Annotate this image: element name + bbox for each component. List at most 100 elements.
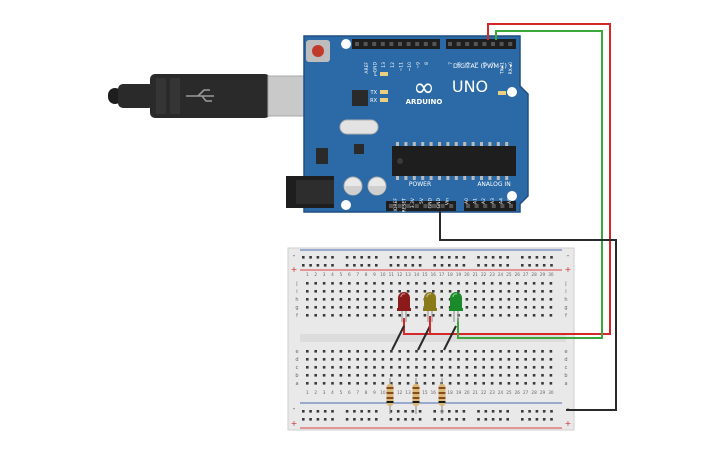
breadboard-hole [390, 366, 393, 369]
pin-label: IOREF [393, 198, 399, 212]
breadboard-hole [448, 358, 452, 361]
column-number: 19 [456, 272, 462, 277]
breadboard-hole [549, 314, 553, 317]
reset-button[interactable] [306, 40, 330, 62]
column-number: 14 [414, 272, 420, 277]
chip-pin [480, 142, 483, 146]
breadboard-hole [440, 306, 443, 309]
breadboard-hole [491, 256, 495, 259]
breadboard-hole [506, 264, 509, 267]
breadboard-hole [549, 350, 553, 353]
breadboard-hole [507, 282, 511, 285]
atmega-chip [392, 146, 516, 176]
breadboard-hole [360, 264, 363, 267]
pin-label: 8 [424, 62, 430, 65]
breadboard-hole [490, 314, 494, 317]
header-hole [415, 42, 420, 46]
breadboard-hole [339, 298, 343, 301]
breadboard-hole [398, 382, 401, 385]
breadboard-hole [348, 382, 351, 385]
breadboard-hole [389, 264, 393, 267]
column-number: 25 [506, 272, 512, 277]
row-letter: j [295, 281, 297, 287]
breadboard-hole [524, 358, 527, 361]
power-jack [286, 176, 334, 208]
breadboard-hole [491, 264, 495, 267]
breadboard-hole [465, 290, 469, 293]
breadboard-hole [356, 366, 359, 369]
led-l-icon [380, 72, 388, 76]
pin-label: 5V [419, 197, 425, 204]
breadboard-hole [373, 282, 376, 285]
breadboard-hole [549, 382, 553, 385]
breadboard-hole [411, 418, 415, 421]
column-number: 30 [548, 272, 554, 277]
breadboard-hole [516, 366, 519, 369]
breadboard-hole [418, 418, 422, 421]
breadboard-hole [339, 290, 343, 293]
breadboard-hole [423, 366, 427, 369]
column-number: 5 [340, 272, 343, 277]
breadboard-hole [309, 418, 312, 421]
breadboard-hole [339, 382, 343, 385]
pin-label: 2 [491, 62, 497, 65]
breadboard-hole [474, 358, 477, 361]
breadboard-hole [516, 350, 519, 353]
breadboard-hole [499, 256, 502, 259]
breadboard-hole [484, 264, 488, 267]
header-hole [397, 204, 402, 208]
breadboard-hole [423, 374, 427, 377]
on-label: ON [508, 92, 516, 98]
breadboard-hole [521, 264, 524, 267]
breadboard-hole [433, 256, 436, 259]
breadboard-hole [499, 306, 502, 309]
breadboard-hole [457, 282, 460, 285]
column-number: 3 [323, 272, 326, 277]
breadboard-hole [490, 366, 494, 369]
breadboard-hole [390, 306, 393, 309]
chip-pin [438, 176, 441, 180]
breadboard-hole [398, 366, 401, 369]
breadboard-hole [433, 264, 436, 267]
breadboard-hole [465, 298, 469, 301]
breadboard-hole [415, 366, 418, 369]
breadboard-hole [448, 350, 452, 353]
breadboard-hole [331, 306, 334, 309]
header-hole [406, 42, 411, 46]
breadboard-hole [474, 314, 477, 317]
breadboard-hole [462, 264, 466, 267]
breadboard-hole [457, 350, 460, 353]
header-hole [474, 204, 479, 208]
header-hole [508, 42, 513, 46]
header-hole [440, 204, 445, 208]
breadboard-hole [314, 282, 317, 285]
breadboard-hole [418, 410, 422, 413]
breadboard-hole [462, 410, 466, 413]
breadboard-hole [532, 314, 536, 317]
breadboard-hole [457, 358, 460, 361]
breadboard-hole [507, 358, 511, 361]
resistor [438, 378, 446, 414]
breadboard-hole [532, 374, 536, 377]
breadboard-hole [322, 382, 326, 385]
breadboard-hole [356, 350, 359, 353]
pin-label: ~5 [465, 62, 471, 69]
column-number: 26 [515, 390, 521, 395]
breadboard-hole [474, 374, 477, 377]
breadboard-hole [348, 298, 351, 301]
header-hole [432, 204, 436, 208]
mount-hole [507, 87, 517, 97]
chip-pin [446, 176, 450, 180]
breadboard-hole [339, 314, 343, 317]
breadboard-hole [550, 264, 553, 267]
breadboard-hole [477, 256, 480, 259]
header-hole [423, 204, 428, 208]
breadboard-hole [474, 282, 477, 285]
breadboard-hole [448, 374, 452, 377]
breadboard-hole [524, 298, 527, 301]
breadboard-hole [448, 410, 451, 413]
header-hole [414, 204, 419, 208]
row-letter: a [564, 381, 567, 387]
breadboard-hole [465, 282, 469, 285]
breadboard-hole [381, 306, 385, 309]
